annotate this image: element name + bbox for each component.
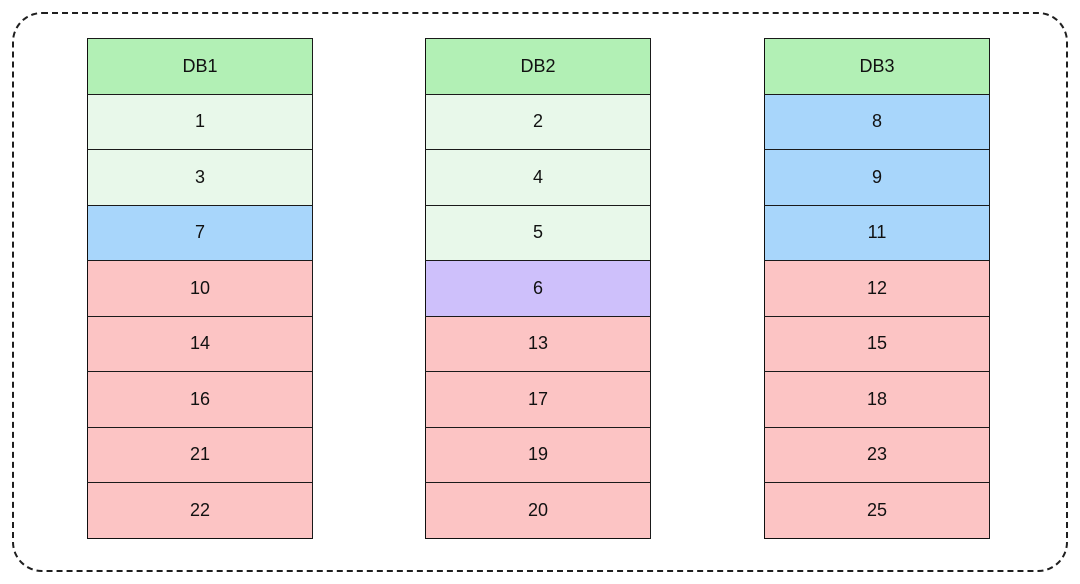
db-cell: 2 bbox=[425, 93, 651, 150]
db-cell: 5 bbox=[425, 204, 651, 261]
db-header: DB1 bbox=[87, 38, 313, 95]
db-cell: 15 bbox=[764, 315, 990, 372]
db-cell: 19 bbox=[425, 426, 651, 483]
db-cell: 16 bbox=[87, 371, 313, 428]
db-cell: 1 bbox=[87, 93, 313, 150]
db-cell: 13 bbox=[425, 315, 651, 372]
db-cell: 17 bbox=[425, 371, 651, 428]
db-cell: 4 bbox=[425, 149, 651, 206]
db-cell: 20 bbox=[425, 482, 651, 539]
db-cell: 12 bbox=[764, 260, 990, 317]
db-cell: 8 bbox=[764, 93, 990, 150]
db-cell: 10 bbox=[87, 260, 313, 317]
db-cell: 23 bbox=[764, 426, 990, 483]
db-cell: 9 bbox=[764, 149, 990, 206]
db-cell: 7 bbox=[87, 204, 313, 261]
db-cell: 3 bbox=[87, 149, 313, 206]
db-cell: 18 bbox=[764, 371, 990, 428]
db-cell: 6 bbox=[425, 260, 651, 317]
db-cell: 22 bbox=[87, 482, 313, 539]
db-cell: 21 bbox=[87, 426, 313, 483]
db-cell: 11 bbox=[764, 204, 990, 261]
db-cell: 14 bbox=[87, 315, 313, 372]
db-header: DB3 bbox=[764, 38, 990, 95]
dashed-container bbox=[12, 12, 1068, 572]
db-cell: 25 bbox=[764, 482, 990, 539]
db-header: DB2 bbox=[425, 38, 651, 95]
